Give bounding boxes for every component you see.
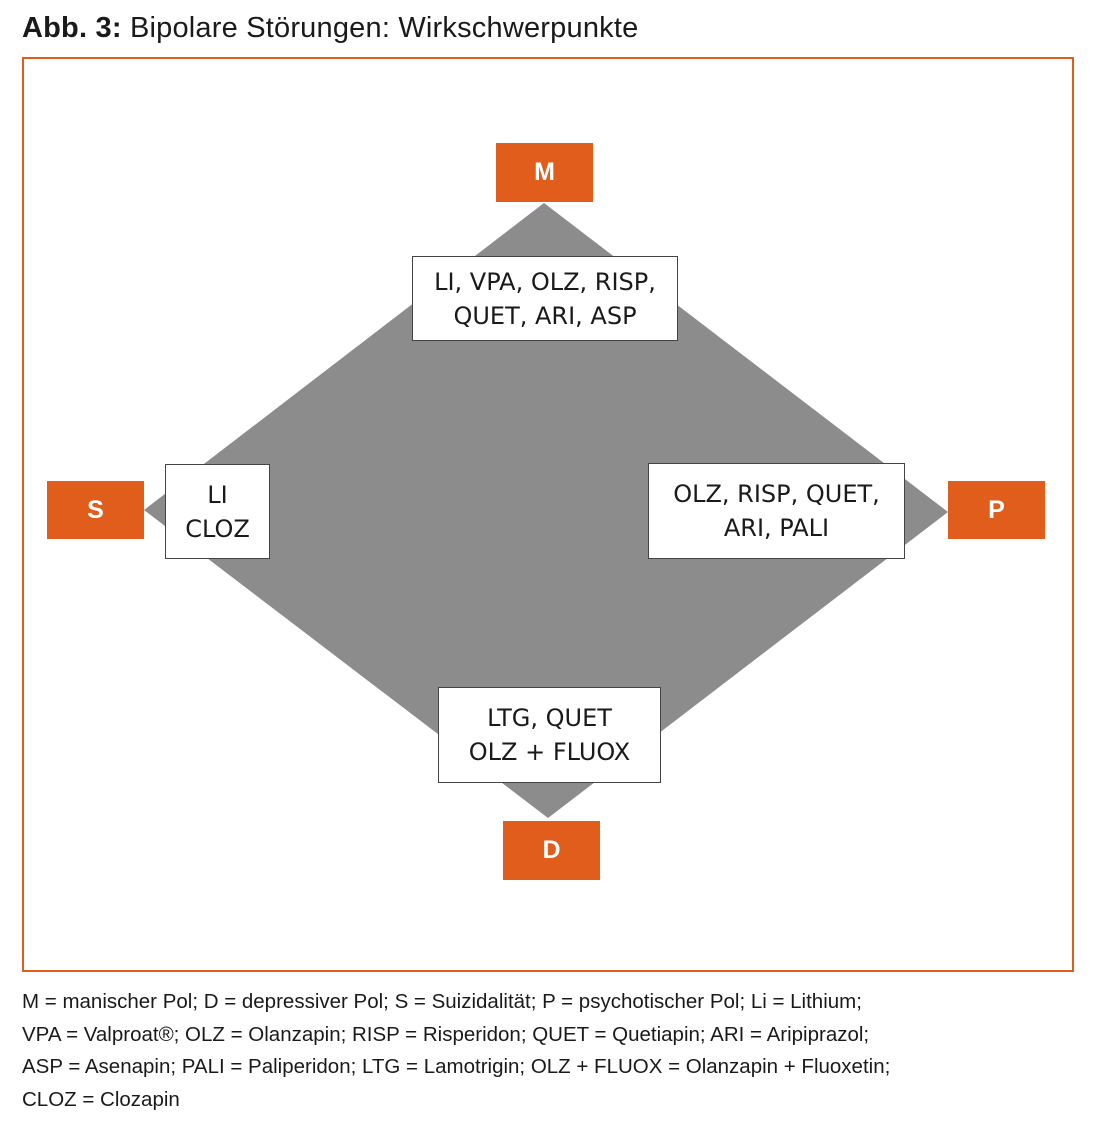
pole-psychotic: P [948,481,1045,539]
caption-line-3: ASP = Asenapin; PALI = Paliperidon; LTG … [22,1055,891,1078]
drug-box-depressive-line-2: OLZ + FLUOX [468,738,631,766]
drug-box-suicidality: LI CLOZ [165,464,270,559]
drug-box-depressive-line-1: LTG, QUET [487,704,612,732]
drug-box-psychotic-line-2: ARI, PALI [723,514,830,542]
legend-caption: M = manischer Pol; D = depressiver Pol; … [22,986,1082,1116]
pole-suicidality: S [47,481,144,539]
diamond-polygon [144,203,948,818]
pole-manic: M [496,143,593,202]
drug-box-depressive: LTG, QUET OLZ + FLUOX [438,687,661,783]
drug-box-manic: LI, VPA, OLZ, RISP, QUET, ARI, ASP [412,256,678,341]
drug-box-manic-line-2: QUET, ARI, ASP [453,301,637,330]
figure-title: Abb. 3: Bipolare Störungen: Wirkschwerpu… [22,10,638,46]
caption-line-4: CLOZ = Clozapin [22,1087,180,1111]
drug-box-suicidality-line-2: CLOZ [185,514,250,543]
drug-box-suicidality-line-1: LI [207,480,228,509]
drug-box-manic-line-1: LI, VPA, OLZ, RISP, [434,267,656,296]
caption-line-1: M = manischer Pol; D = depressiver Pol; … [22,990,862,1013]
drug-box-psychotic: OLZ, RISP, QUET, ARI, PALI [648,463,905,559]
caption-line-2: VPA = Valproat®; OLZ = Olanzapin; RISP =… [22,1022,870,1046]
drug-box-psychotic-line-1: OLZ, RISP, QUET, [673,480,880,508]
figure-title-text: Bipolare Störungen: Wirkschwerpunkte [129,12,639,44]
pole-depressive: D [503,821,600,880]
figure-label: Abb. 3: [22,12,122,44]
diagram-frame [22,57,1074,972]
